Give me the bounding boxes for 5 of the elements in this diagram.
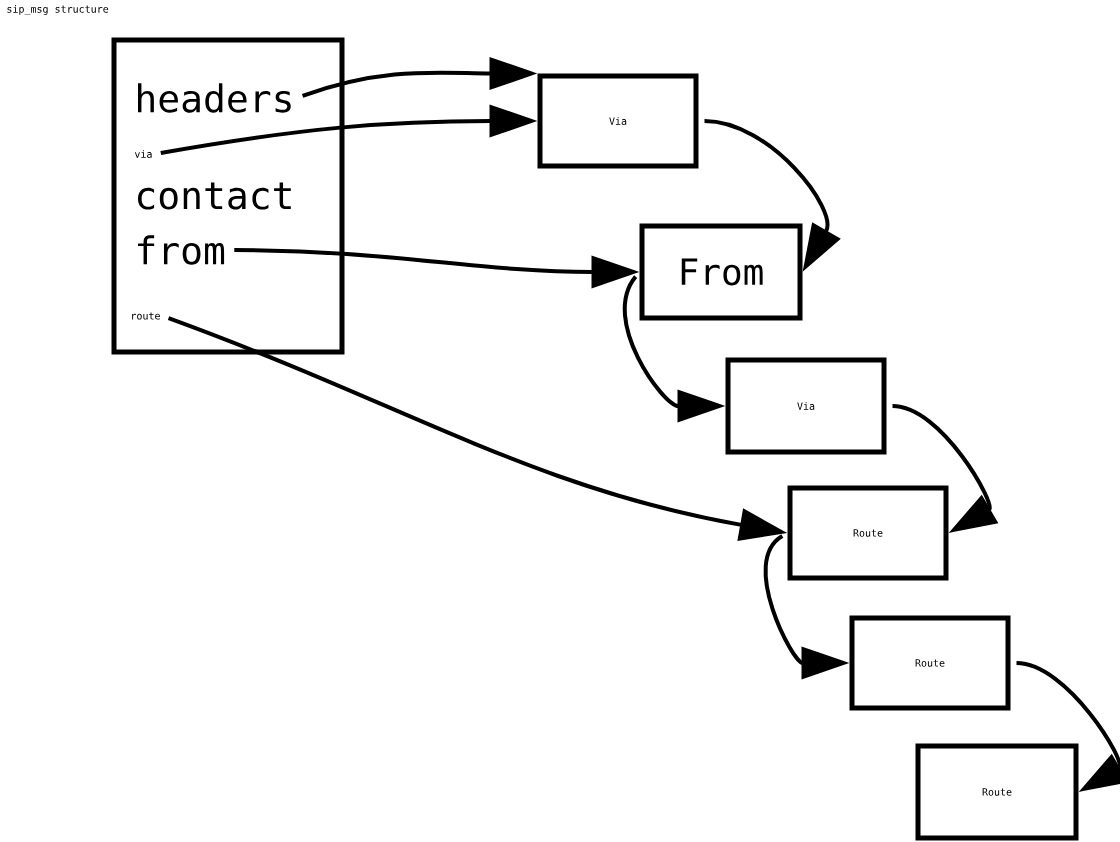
field-name: headers bbox=[138, 83, 291, 113]
field-name: contact bbox=[138, 182, 291, 210]
struct-box bbox=[111, 37, 345, 355]
field-name: from bbox=[138, 235, 225, 265]
field-box: From bbox=[639, 223, 803, 321]
